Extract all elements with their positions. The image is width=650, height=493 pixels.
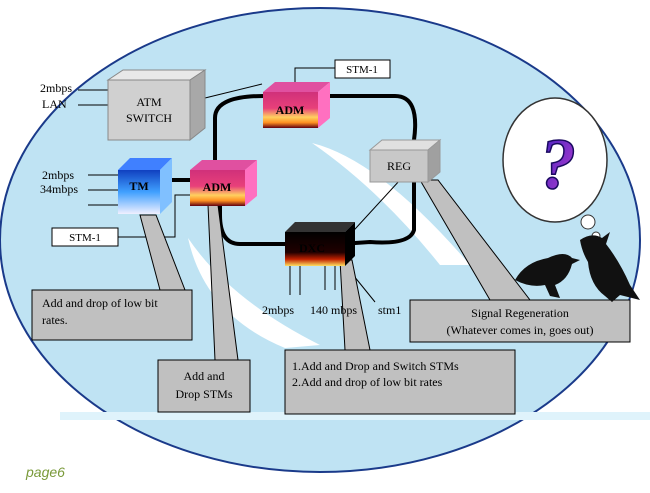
- reg-callout-line2: (Whatever comes in, goes out): [447, 323, 594, 337]
- dxc-2mbps-label: 2mbps: [262, 303, 294, 317]
- adm-top-label: ADM: [276, 103, 305, 117]
- adm-callout-line1: Add and: [184, 369, 225, 383]
- ring-link: [213, 93, 418, 246]
- stm1-left-box: STM-1: [51, 227, 119, 247]
- tm-device: TM: [118, 158, 172, 214]
- atm-switch-label-line2: SWITCH: [126, 111, 172, 125]
- stm1-left-label: STM-1: [69, 232, 101, 244]
- reg-device: REG: [368, 138, 442, 184]
- dxc-stm1-label: stm1: [378, 303, 401, 317]
- tm-34mbps-label: 34mbps: [40, 182, 78, 196]
- reg-callout-line1: Signal Regeneration: [471, 306, 569, 320]
- question-mark-icon: ?: [540, 124, 576, 204]
- adm-callout: Add and Drop STMs: [157, 359, 251, 413]
- tm-label: TM: [129, 179, 148, 193]
- atm-2mbps-label: 2mbps: [40, 81, 72, 95]
- white-sweep-right: [312, 143, 470, 265]
- thin-connectors: [78, 67, 401, 303]
- tm-callout: Add and drop of low bit rates.: [31, 289, 193, 341]
- reg-callout: Signal Regeneration (Whatever comes in, …: [409, 299, 631, 343]
- floor-stripe: [60, 412, 650, 420]
- reg-label: REG: [387, 159, 411, 173]
- atm-switch-device: ATM SWITCH: [106, 69, 207, 142]
- adm-left-label: ADM: [203, 180, 232, 194]
- crow-birds-icon: [515, 232, 640, 302]
- dxc-140mbps-label: 140 mbps: [310, 303, 357, 317]
- stm1-top-box: STM-1: [334, 59, 391, 79]
- adm-top-device: ADM: [263, 82, 330, 128]
- page-number-label: page6: [26, 464, 65, 480]
- atm-switch-label-line1: ATM: [136, 95, 162, 109]
- adm-callout-line2: Drop STMs: [175, 387, 232, 401]
- thought-bubble: ?: [502, 97, 608, 241]
- dxc-device: DXC: [285, 222, 355, 266]
- dxc-label: DXC: [299, 241, 325, 255]
- tm-callout-line1: Add and drop of low bit: [42, 296, 158, 310]
- atm-lan-label: LAN: [42, 97, 67, 111]
- tm-2mbps-label: 2mbps: [42, 168, 74, 182]
- dxc-callout-line2: 2.Add and drop of low bit rates: [292, 375, 443, 389]
- dxc-callout: 1.Add and Drop and Switch STMs 2.Add and…: [284, 349, 516, 415]
- tm-callout-line2: rates.: [42, 313, 68, 327]
- stm1-top-label: STM-1: [346, 64, 378, 76]
- adm-left-device: ADM: [190, 160, 257, 206]
- dxc-callout-line1: 1.Add and Drop and Switch STMs: [292, 359, 459, 373]
